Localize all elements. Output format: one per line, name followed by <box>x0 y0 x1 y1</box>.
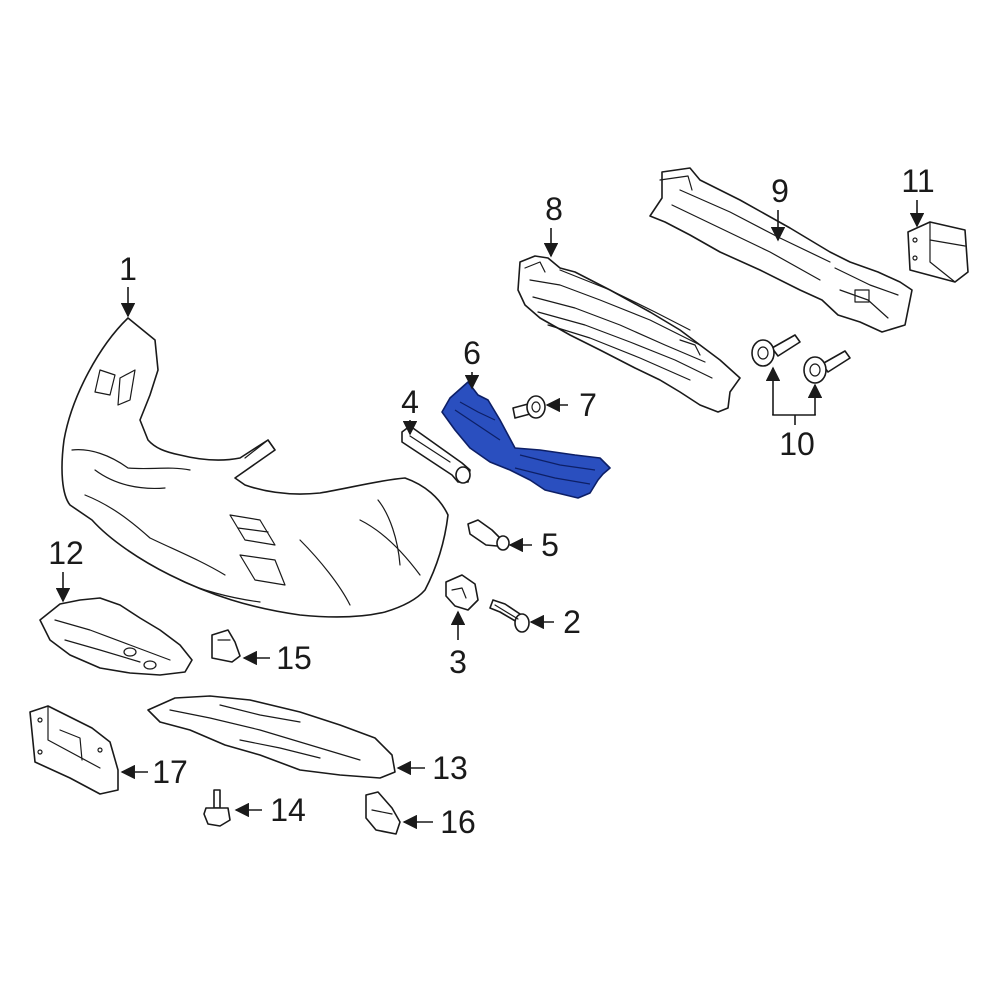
bracket-part-4[interactable] <box>401 425 471 484</box>
energy-absorber-part-8[interactable] <box>517 255 741 413</box>
clip-part-3[interactable] <box>445 574 479 611</box>
callout-4: 4 <box>401 384 419 420</box>
callout-6: 6 <box>463 335 481 371</box>
bolt-part-2[interactable] <box>489 599 530 633</box>
callout-11: 11 <box>901 163 934 199</box>
leader-lines <box>55 200 925 830</box>
bumper-cover-part[interactable] <box>61 317 449 618</box>
push-clip-part-5[interactable] <box>467 519 510 551</box>
callout-1: 1 <box>119 251 137 287</box>
clip-part-15[interactable] <box>211 629 241 663</box>
under-cover-part-13[interactable] <box>147 695 396 779</box>
callout-17: 17 <box>152 754 188 790</box>
callout-2: 2 <box>563 604 581 640</box>
bolts-part-10[interactable] <box>751 334 851 384</box>
callout-labels: 1 2 3 4 5 6 7 8 9 10 11 12 13 14 15 16 1… <box>48 163 934 840</box>
callout-13: 13 <box>432 750 468 786</box>
callout-5: 5 <box>541 527 559 563</box>
callout-12: 12 <box>48 535 84 571</box>
callout-14: 14 <box>270 792 306 828</box>
push-pin-part-7[interactable] <box>512 395 546 419</box>
lower-shield-part-12[interactable] <box>39 597 193 676</box>
absorber-part-6-highlighted[interactable] <box>441 381 611 499</box>
callout-9: 9 <box>771 173 789 209</box>
bolt-part-14[interactable] <box>203 789 231 827</box>
callout-10: 10 <box>779 426 815 462</box>
clip-part-16[interactable] <box>365 791 401 835</box>
reinforcement-bar-part-9[interactable] <box>649 167 913 333</box>
leader-10-bar <box>772 414 816 416</box>
callout-8: 8 <box>545 191 563 227</box>
callout-7: 7 <box>579 387 597 423</box>
bracket-part-11[interactable] <box>907 221 969 283</box>
license-bracket-part-17[interactable] <box>29 705 119 795</box>
callout-16: 16 <box>440 804 476 840</box>
callout-3: 3 <box>449 644 467 680</box>
callout-15: 15 <box>276 640 312 676</box>
